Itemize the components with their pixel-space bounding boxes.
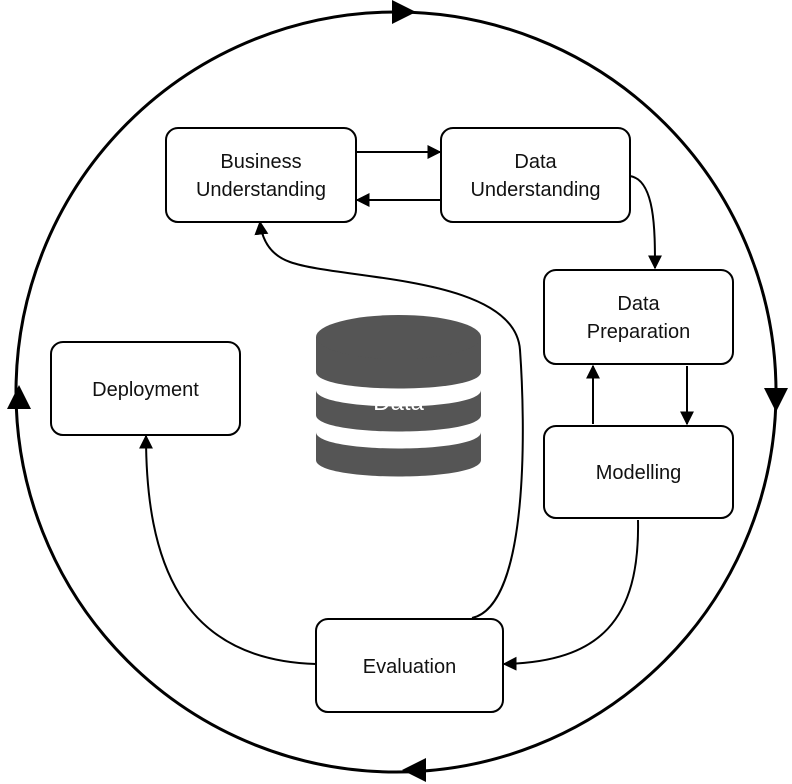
node-business-understanding-line2: Understanding: [196, 179, 326, 201]
cycle-arrow-bottom: [402, 758, 426, 782]
cycle-arrow-right: [764, 388, 788, 412]
node-modelling-label: Modelling: [596, 462, 682, 484]
node-data-preparation-line1: Data: [617, 293, 660, 315]
node-data-understanding-line1: Data: [514, 151, 557, 173]
node-deployment-label: Deployment: [92, 379, 199, 401]
edge-evaluation-to-deployment: [139, 434, 317, 665]
node-evaluation-label: Evaluation: [363, 656, 456, 678]
edge-evaluation-to-business: [254, 220, 524, 619]
node-data-preparation: Data Preparation: [543, 269, 734, 365]
node-data-understanding-line2: Understanding: [470, 179, 600, 201]
edge-data-understanding-to-preparation: [629, 175, 662, 270]
node-evaluation: Evaluation: [315, 618, 504, 713]
node-data-preparation-line2: Preparation: [587, 321, 690, 343]
database-label: Data: [373, 389, 424, 416]
node-business-understanding-line1: Business: [220, 151, 301, 173]
edge-modelling-to-evaluation: [502, 519, 640, 671]
database-icon: [316, 315, 481, 477]
cycle-arrow-left: [7, 385, 31, 409]
node-data-understanding: Data Understanding: [440, 127, 631, 223]
cycle-arrow-top: [392, 0, 416, 24]
node-modelling: Modelling: [543, 425, 734, 519]
node-deployment: Deployment: [50, 341, 241, 436]
node-business-understanding: Business Understanding: [165, 127, 357, 223]
